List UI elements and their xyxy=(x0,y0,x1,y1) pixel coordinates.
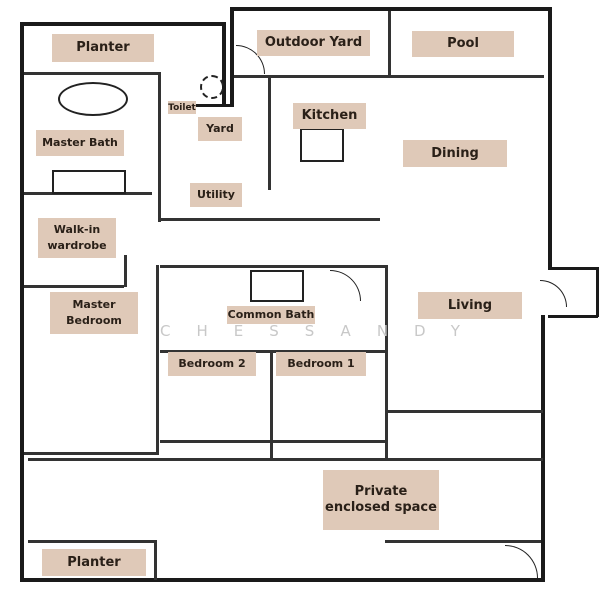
wall xyxy=(541,315,545,580)
label-living: Living xyxy=(418,292,522,319)
kitchen-island-icon xyxy=(300,128,344,162)
wall xyxy=(385,540,541,543)
wall xyxy=(230,7,234,107)
vanity-icon xyxy=(52,170,126,194)
label-bedroom-2: Bedroom 2 xyxy=(168,352,256,376)
wall xyxy=(158,72,161,222)
label-pool: Pool xyxy=(412,31,514,57)
wall xyxy=(596,267,599,317)
wall xyxy=(20,22,225,26)
bathtub-icon xyxy=(58,82,128,116)
label-utility: Utility xyxy=(190,183,242,207)
door-icon xyxy=(505,545,538,578)
tree-icon xyxy=(200,75,224,99)
sink-icon xyxy=(250,270,304,302)
label-common-bath: Common Bath xyxy=(227,306,315,324)
wall xyxy=(124,255,127,287)
label-master-bedroom: Master Bedroom xyxy=(50,292,138,334)
wall xyxy=(160,218,380,221)
label-private-enclosed-space: Private enclosed space xyxy=(323,470,439,530)
door-icon xyxy=(540,280,567,307)
label-bedroom-1: Bedroom 1 xyxy=(276,352,366,376)
wall xyxy=(24,452,159,455)
wall xyxy=(24,72,159,75)
wall xyxy=(160,440,385,443)
label-kitchen: Kitchen xyxy=(293,103,366,129)
wall xyxy=(222,22,226,107)
wall xyxy=(154,540,157,580)
wall xyxy=(20,578,545,582)
wall xyxy=(180,104,230,107)
wall xyxy=(28,540,156,543)
wall xyxy=(548,315,598,318)
wall xyxy=(20,22,24,582)
label-yard: Yard xyxy=(198,117,242,141)
label-dining: Dining xyxy=(403,140,507,167)
wall xyxy=(156,265,159,455)
wall xyxy=(160,265,388,268)
wall xyxy=(28,458,543,461)
wall xyxy=(230,7,552,11)
wall xyxy=(388,11,391,77)
watermark: CHESSANDY xyxy=(160,322,486,340)
label-planter-top: Planter xyxy=(52,34,154,62)
wall xyxy=(385,410,543,413)
wall xyxy=(548,267,598,270)
label-planter-bottom: Planter xyxy=(42,549,146,576)
label-toilet: Toilet xyxy=(168,101,196,114)
wall xyxy=(270,350,273,460)
label-outdoor-yard: Outdoor Yard xyxy=(257,30,370,56)
label-walkin-wardrobe: Walk-in wardrobe xyxy=(38,218,116,258)
door-icon xyxy=(330,270,361,301)
wall xyxy=(24,285,124,288)
label-master-bath: Master Bath xyxy=(36,130,124,156)
wall xyxy=(548,7,552,267)
wall xyxy=(268,78,271,190)
wall xyxy=(385,265,388,460)
